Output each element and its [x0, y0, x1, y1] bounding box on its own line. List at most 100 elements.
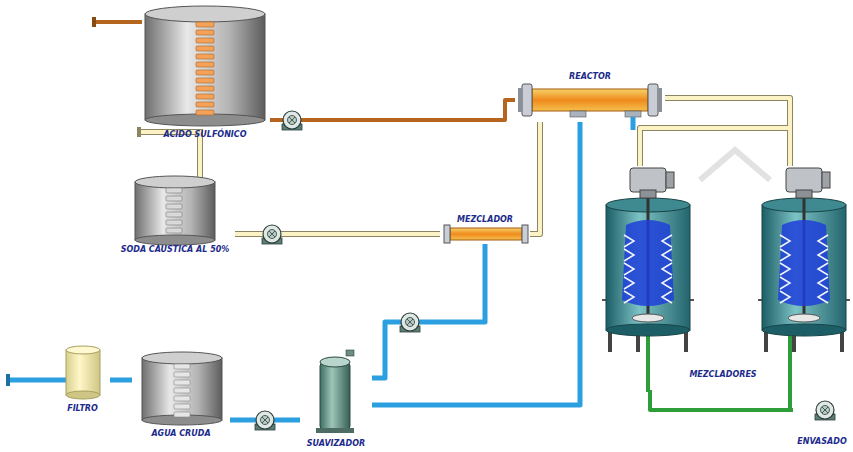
- equipment-node: ENVASADO: [793, 398, 851, 450]
- acid-tank-part-part: [196, 22, 214, 27]
- mixing-tanks-part-part: [818, 263, 828, 275]
- soda-tank-part-part: [166, 220, 182, 225]
- mixing-tanks-part-part: [780, 235, 790, 247]
- pipe-connector: [640, 98, 790, 166]
- equipment-label: MEZCLADOR: [455, 215, 515, 225]
- equipment-label: FILTRO: [65, 404, 100, 414]
- acid-tank-part: [145, 6, 265, 22]
- acid-tank-part-part: [196, 110, 214, 115]
- mixing-tanks-part-part: [780, 249, 790, 261]
- mixing-tanks-part-part: [606, 324, 690, 336]
- mixing-tanks-part-part: [662, 263, 672, 275]
- reactor-vessel-part: [518, 88, 522, 112]
- water-tank-part: [142, 358, 222, 420]
- soda-tank-part-part: [166, 212, 182, 217]
- equipment-node: ACIDO SULFÓNICO: [140, 5, 270, 141]
- equipment-label: SODA CAUSTICA AL 50%: [119, 245, 232, 255]
- water-tank-part-part: [174, 372, 190, 377]
- acid-tank-part-part: [196, 62, 214, 67]
- soda-tank-part-part: [166, 204, 182, 209]
- acid-tank-part: [145, 14, 265, 120]
- pipe-connector-part: [650, 390, 793, 410]
- equipment-node: SODA CAUSTICA AL 50%: [115, 172, 235, 256]
- soda-inlet-pipe-part: [140, 132, 200, 180]
- water-tank-part-part: [174, 396, 190, 401]
- acid-tank-part-part: [196, 78, 214, 83]
- mixing-tanks-part-part: [818, 235, 828, 247]
- water-tank-part: [174, 364, 190, 417]
- inline-mixer-part: [444, 225, 450, 243]
- equipment-label: SUAVIZADOR: [305, 439, 367, 449]
- mixing-tanks-part-part: [796, 190, 812, 198]
- mixing-tanks-part-part: [662, 277, 672, 289]
- equipment-node: MEZCLADORES: [595, 150, 851, 390]
- soda-tank-part-part: [166, 196, 182, 201]
- pumps-part: [255, 411, 275, 430]
- mixing-tanks-part-part: [640, 190, 656, 198]
- pipe-connector: [530, 122, 540, 234]
- mixing-tanks-part-part: [624, 235, 634, 247]
- pumps: [255, 111, 835, 430]
- inline-mixer-part: [522, 225, 528, 243]
- equipment-node: AGUA CRUDA: [132, 345, 230, 440]
- soda-tank: [135, 176, 215, 245]
- pumps-part: [262, 225, 282, 244]
- acid-tank-part: [196, 22, 214, 115]
- pipe-connector-part: [530, 122, 540, 234]
- pipe-connector: [372, 244, 485, 378]
- mixing-tanks-part-part: [818, 291, 828, 303]
- filter-cartridge: [66, 346, 100, 399]
- pipe-connector-part: [270, 100, 515, 120]
- mixing-tanks-part: [700, 150, 770, 180]
- mixing-tanks: [602, 150, 850, 352]
- mixing-tanks-part: [602, 168, 694, 352]
- reactor-vessel-part: [631, 117, 636, 130]
- mixing-tanks-part-part: [622, 220, 674, 306]
- soda-inlet-pipe-part: [140, 132, 200, 180]
- softener-column-part: [320, 362, 350, 430]
- water-tank-part-part: [174, 364, 190, 369]
- soda-tank-part-part: [166, 188, 182, 193]
- pipe-connector-part: [640, 128, 790, 166]
- equipment-node: REACTOR: [515, 70, 665, 122]
- equipment-node: FILTRO: [55, 343, 110, 415]
- pumps-part: [282, 111, 302, 130]
- equipment-label: AGUA CRUDA: [149, 429, 212, 439]
- inline-mixer-part: [450, 228, 522, 240]
- filter-cartridge-part: [66, 391, 100, 399]
- soda-tank-part: [135, 235, 215, 245]
- mixing-tanks-part-part: [822, 172, 830, 188]
- mixing-tanks-part-part: [662, 249, 672, 261]
- softener-column-part: [316, 428, 354, 433]
- acid-tank-part-part: [196, 54, 214, 59]
- water-tank-part: [142, 352, 222, 364]
- mixing-tanks-part-part: [624, 291, 634, 303]
- water-inlet-pipe-part: [8, 378, 66, 383]
- pipe-connector-part: [110, 378, 132, 383]
- mixing-tanks-part-part: [780, 277, 790, 289]
- reactor-vessel-part: [570, 111, 586, 117]
- mixing-tanks-part-part: [780, 291, 790, 303]
- pipe-connector-part: [665, 98, 790, 150]
- water-tank-part-part: [174, 388, 190, 393]
- mixing-tanks-part-part: [666, 172, 674, 188]
- soda-tank-part: [135, 182, 215, 240]
- mixing-tanks-part-part: [780, 263, 790, 275]
- pipe-connector: [648, 336, 793, 410]
- equipment-node: MEZCLADOR: [440, 212, 530, 244]
- acid-tank-part-part: [196, 38, 214, 43]
- water-inlet-pipe-part: [6, 374, 10, 386]
- equipment-label: ACIDO SULFÓNICO: [162, 130, 249, 140]
- acid-tank-part-part: [196, 102, 214, 107]
- pipe-connector-part: [787, 150, 793, 166]
- acid-tank-part-part: [196, 46, 214, 51]
- water-inlet-pipe: [6, 374, 66, 386]
- softener-column-part: [346, 350, 354, 356]
- soda-tank-part: [166, 188, 182, 233]
- water-tank-part-part: [174, 404, 190, 409]
- pipe-connector: [372, 122, 580, 405]
- pipe-connector: [110, 380, 132, 381]
- mixing-tanks-part-part: [788, 314, 820, 322]
- equipment-label: MEZCLADORES: [687, 370, 758, 380]
